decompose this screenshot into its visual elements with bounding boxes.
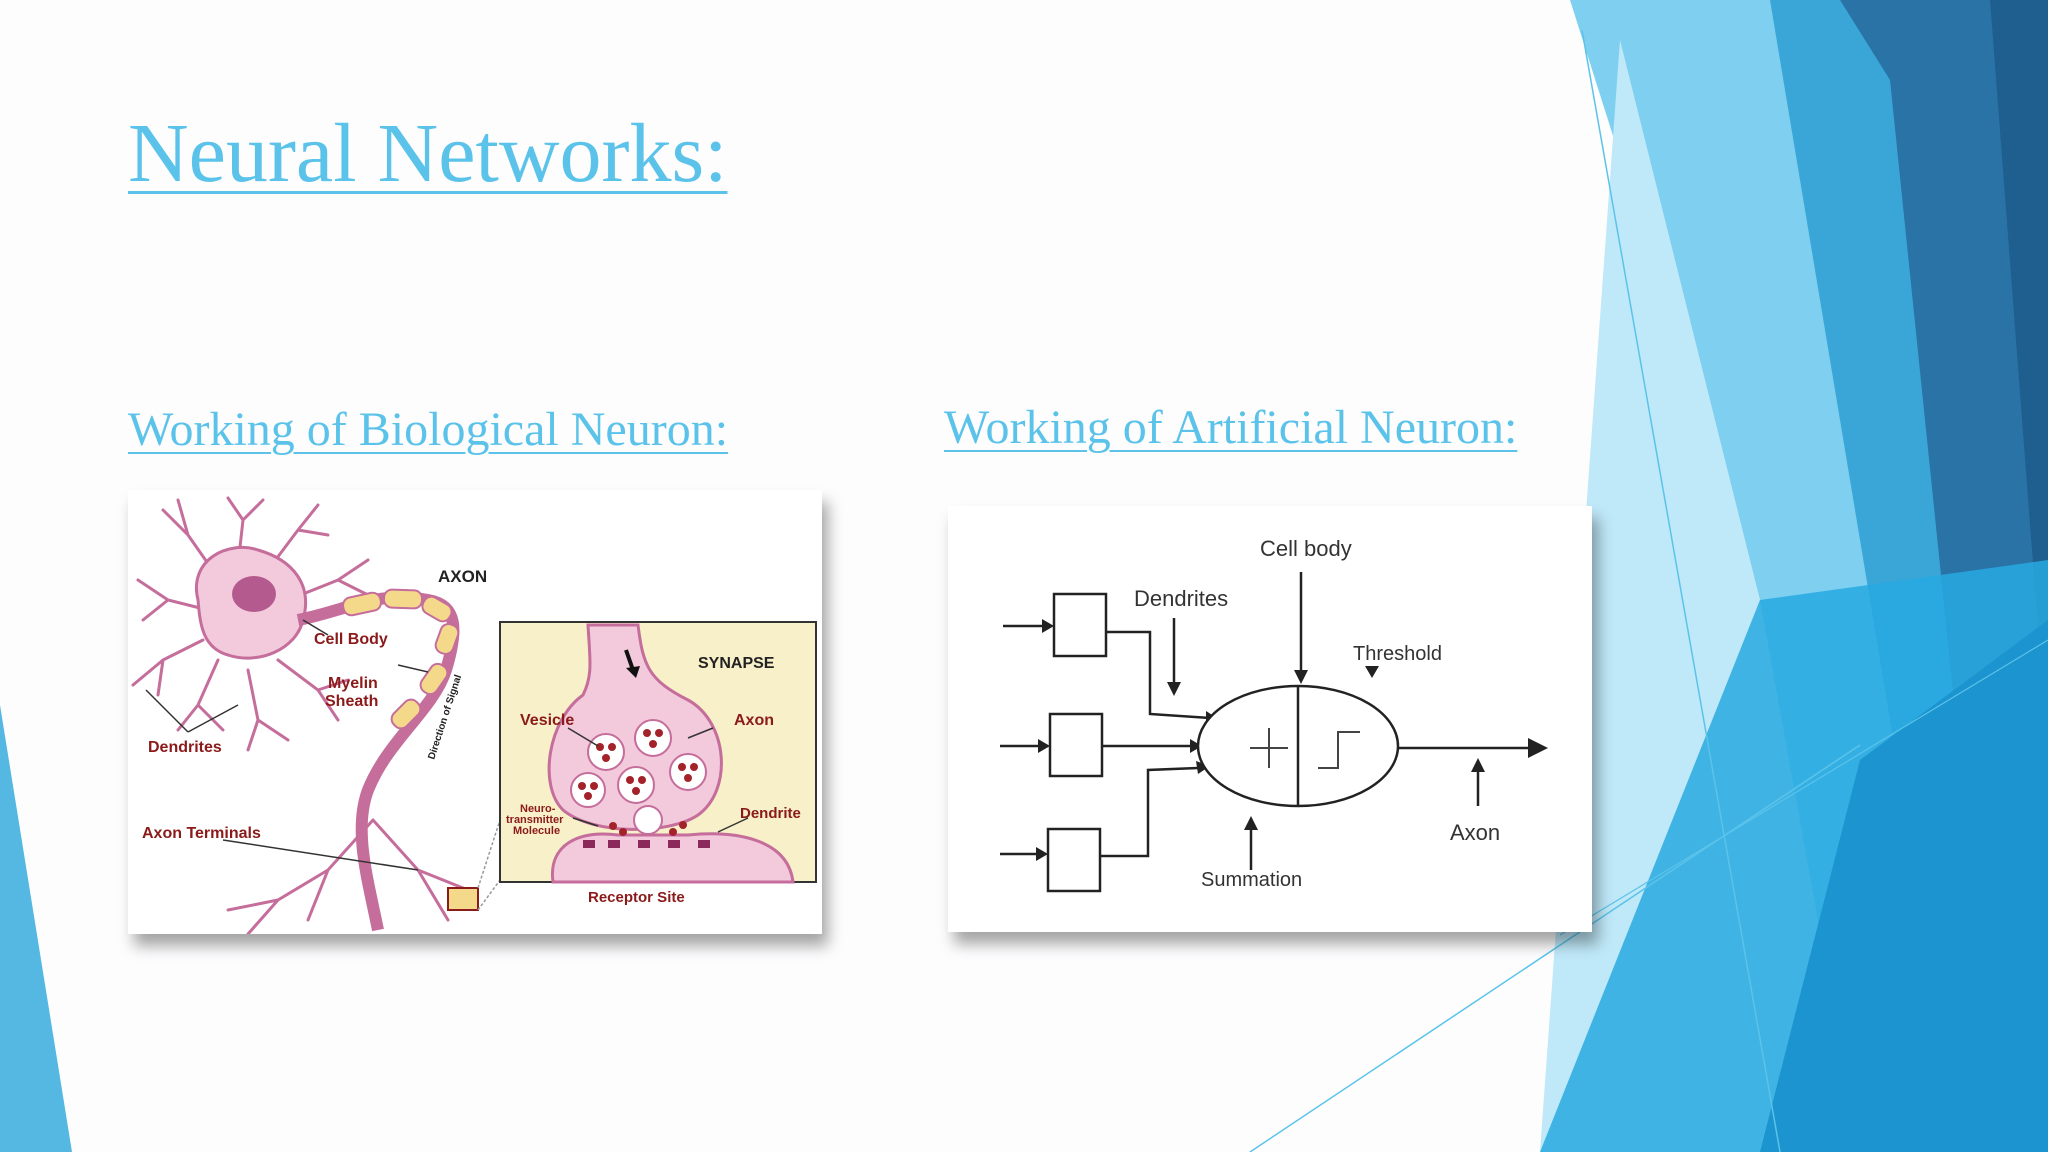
myelin-sheath	[342, 588, 460, 730]
dendrite-branches	[131, 496, 380, 752]
label-summation: Summation	[1201, 869, 1302, 891]
inset-pointer-2	[477, 879, 501, 911]
label-dendrites: Dendrites	[1134, 586, 1228, 611]
vesicle-molecules	[578, 729, 698, 836]
signal-arrowhead	[626, 666, 640, 678]
thin-line-1	[1581, 29, 1781, 1152]
label-synapse: SYNAPSE	[698, 655, 775, 672]
label-neurotransmitter-1: Neuro-	[520, 803, 556, 815]
artificial-heading: Working of Artificial Neuron:	[944, 401, 1518, 454]
label-axon: Axon	[1450, 820, 1500, 845]
label-dendrites: Dendrites	[148, 739, 222, 756]
label-dendrite: Dendrite	[740, 805, 801, 822]
biological-neuron-diagram: AXON Cell Body Myelin Sheath Dendrites D…	[128, 490, 822, 934]
input-arrowheads	[1036, 619, 1054, 861]
label-threshold: Threshold	[1353, 643, 1442, 665]
thin-line-3	[1559, 639, 2048, 936]
thin-line-2	[1249, 744, 1861, 1152]
leader-lines	[145, 619, 749, 871]
signal-arrow	[624, 649, 635, 671]
axon-terminal-branches	[226, 818, 470, 934]
label-neurotransmitter-2: transmitter	[506, 814, 564, 826]
label-myelin-1: Myelin	[328, 675, 378, 692]
output-arrowhead	[1528, 738, 1548, 758]
input-arrows	[1000, 624, 1046, 856]
nucleus-shape	[232, 576, 276, 612]
right-facet-bottom	[1760, 620, 2048, 1152]
input-boxes	[1046, 592, 1108, 893]
vesicles	[570, 719, 707, 835]
label-arrowheads	[1167, 666, 1485, 830]
inset-pointer-1	[477, 819, 501, 889]
label-vesicle: Vesicle	[520, 712, 574, 729]
label-inset-axon: Axon	[734, 712, 774, 729]
label-neurotransmitter-3: Molecule	[513, 825, 560, 837]
label-arrows	[1172, 572, 1480, 870]
label-cell-body: Cell Body	[314, 631, 388, 648]
left-edge-facet	[0, 705, 72, 1152]
biological-heading: Working of Biological Neuron:	[128, 403, 729, 456]
label-axon-terminals: Axon Terminals	[142, 825, 261, 842]
label-receptor-site: Receptor Site	[588, 889, 685, 906]
label-myelin-2: Sheath	[325, 693, 378, 710]
artificial-neuron-diagram: Cell body Dendrites Threshold Axon Summa…	[948, 506, 1592, 932]
label-cell-body: Cell body	[1260, 536, 1352, 561]
connections	[1100, 630, 1211, 858]
synapse-marker	[447, 887, 479, 911]
receptor-sites	[583, 840, 710, 848]
step-function-icon	[1318, 731, 1360, 769]
label-axon: AXON	[438, 567, 487, 586]
slide-title: Neural Networks:	[128, 107, 728, 200]
plus-icon	[1250, 728, 1288, 768]
